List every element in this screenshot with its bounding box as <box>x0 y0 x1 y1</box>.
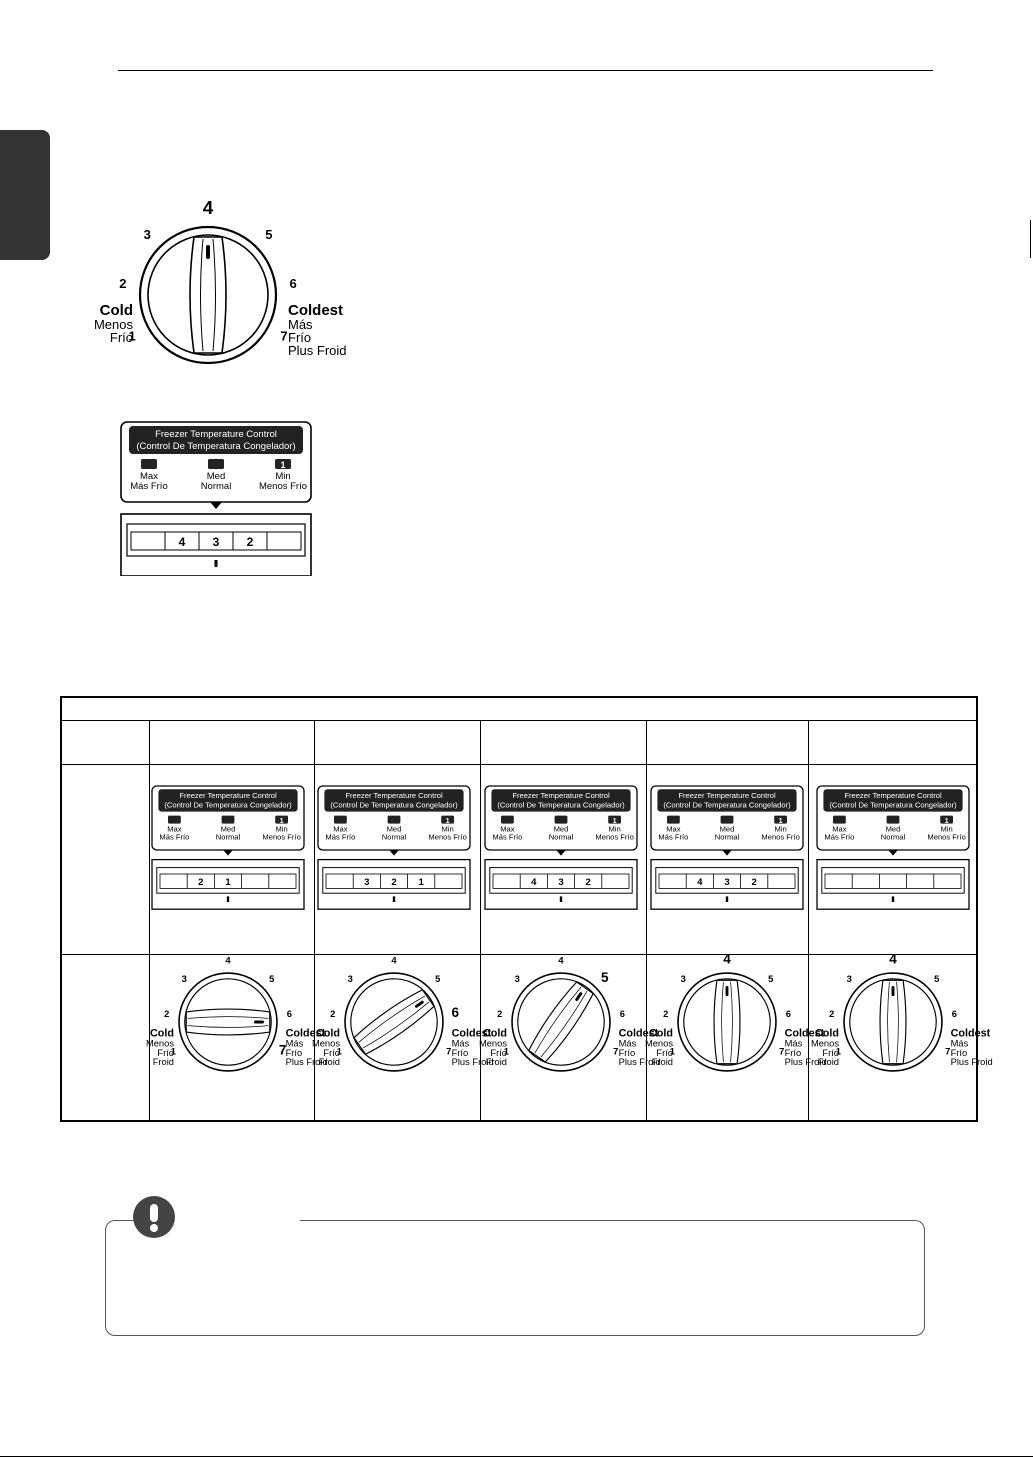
freezer-scale-inner <box>126 523 306 557</box>
footer-rule <box>0 1456 1033 1457</box>
coldest-sub: Frío <box>288 330 311 345</box>
freezer-led <box>208 459 224 469</box>
freezer-scale-track <box>130 531 302 551</box>
dial-number: 2 <box>119 276 126 291</box>
knob-bar <box>189 236 227 354</box>
freezer-level-sub: Menos Frío <box>259 481 307 492</box>
dial-number: 1 <box>128 328 135 343</box>
settings-table <box>60 696 978 1122</box>
note-border-gap <box>134 1219 300 1223</box>
freezer-pointer <box>210 502 222 509</box>
freezer-level-sub: Normal <box>201 481 232 492</box>
knob-indicator <box>206 245 210 259</box>
cold-label: Cold <box>100 302 133 319</box>
dial-ring <box>138 225 278 365</box>
freezer-level-sub: Más Frío <box>130 481 167 492</box>
dial-number: 3 <box>144 227 151 242</box>
min-indicator: 1 <box>280 460 285 470</box>
dial-number: 6 <box>290 276 297 291</box>
table-row-rule <box>62 954 976 955</box>
table-col-rule <box>646 720 647 1122</box>
knob-groove <box>200 238 204 352</box>
dial-number: 4 <box>203 197 214 218</box>
cold-sub: Menos <box>94 317 134 332</box>
knob-groove <box>212 238 216 352</box>
table-col-rule <box>314 720 315 1122</box>
exclamation-icon <box>133 1196 175 1238</box>
dial-number: 7 <box>280 328 287 343</box>
table-row-rule <box>62 764 976 765</box>
freezer-scale-value: 4 <box>179 535 186 549</box>
freezer-title-bar <box>129 426 303 454</box>
table-col-rule <box>480 720 481 1122</box>
freezer-led <box>275 459 291 469</box>
freezer-title: (Control De Temperatura Congelador) <box>136 441 295 452</box>
freezer-level-label: Min <box>275 471 290 482</box>
header-rule <box>118 70 933 71</box>
table-col-rule <box>149 720 150 1122</box>
coldest-sub: Plus Froid <box>288 343 347 358</box>
coldest-label: Coldest <box>288 302 343 319</box>
freezer-title: Freezer Temperature Control <box>155 429 277 440</box>
freezer-scale-value: 3 <box>213 535 220 549</box>
edge-mark <box>1030 220 1031 258</box>
section-tab <box>0 130 50 260</box>
table-header-rule <box>62 720 976 721</box>
dial-number: 5 <box>265 227 272 242</box>
freezer-level-label: Max <box>140 471 158 482</box>
exclamation-glyph <box>150 1204 158 1232</box>
table-col-rule <box>808 720 809 1122</box>
freezer-scale-mark <box>214 560 218 567</box>
freezer-level-label: Med <box>207 471 225 482</box>
note-box <box>105 1219 925 1336</box>
cold-sub: Frío <box>110 330 133 345</box>
freezer-control-large: Freezer Temperature Control(Control De T… <box>120 421 312 576</box>
freezer-led <box>141 459 157 469</box>
coldest-sub: Más <box>288 317 313 332</box>
freezer-scale-value: 2 <box>247 535 254 549</box>
dial-knob <box>189 236 227 354</box>
